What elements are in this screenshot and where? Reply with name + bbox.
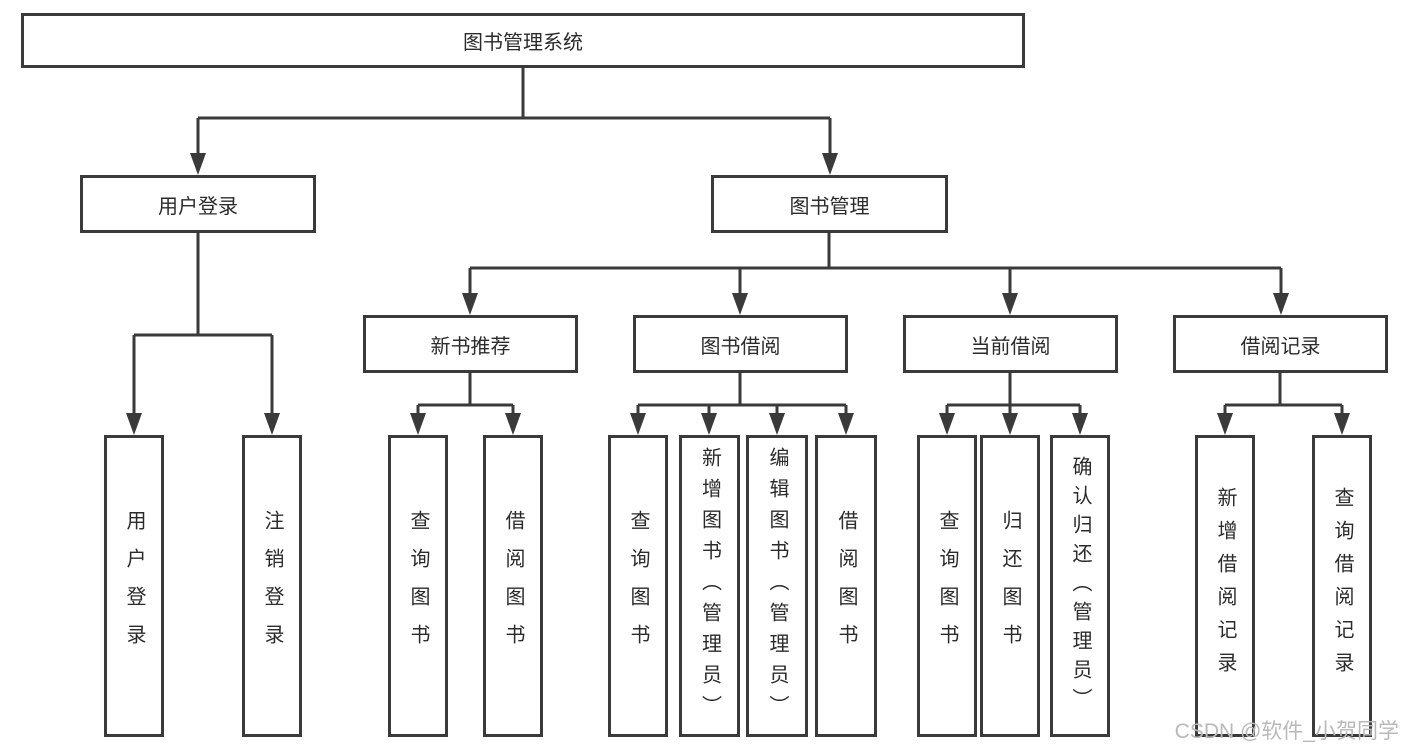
connector-root-to-level2 (190, 68, 838, 175)
leaf-query-books-recommend: 查询图书 (388, 435, 448, 737)
node-book-management: 图书管理 (711, 175, 948, 233)
connector-user-login-to-leaves (126, 233, 280, 435)
arrowhead-icon (505, 413, 521, 435)
arrowhead-icon (838, 413, 854, 435)
leaf-logout: 注销登录 (242, 435, 302, 737)
connector-current-borrow-to-leaves (939, 373, 1088, 435)
arrowhead-icon (1072, 413, 1088, 435)
node-user-login: 用户登录 (80, 175, 316, 233)
leaf-add-books-admin-label: 新增图书（管理员） (698, 446, 721, 726)
arrowhead-icon (1002, 413, 1018, 435)
arrowhead-icon (939, 413, 955, 435)
node-root-label: 图书管理系统 (463, 32, 583, 54)
arrowhead-icon (732, 293, 748, 315)
arrowhead-icon (190, 153, 206, 175)
leaf-return-books-label: 归还图书 (999, 510, 1021, 662)
node-user-login-label: 用户登录 (158, 195, 238, 218)
node-current-borrow: 当前借阅 (903, 315, 1118, 373)
leaf-user-login: 用户登录 (104, 435, 164, 737)
leaf-query-books-borrow: 查询图书 (608, 435, 668, 737)
arrowhead-icon (126, 413, 142, 435)
arrowhead-icon (1217, 413, 1233, 435)
leaf-query-borrow-record: 查询借阅记录 (1312, 435, 1372, 737)
leaf-borrow-books-label: 借阅图书 (835, 510, 857, 662)
connector-new-book-recommend-to-leaves (410, 373, 521, 435)
node-new-book-recommend: 新书推荐 (363, 315, 578, 373)
node-borrow-records-label: 借阅记录 (1240, 335, 1321, 358)
leaf-borrow-books: 借阅图书 (815, 435, 877, 737)
node-current-borrow-label: 当前借阅 (970, 335, 1051, 358)
csdn-watermark: CSDN @软件_小贺同学 (1174, 720, 1399, 743)
arrowhead-icon (1002, 293, 1018, 315)
node-book-borrow: 图书借阅 (633, 315, 848, 373)
leaf-add-books-admin: 新增图书（管理员） (679, 435, 740, 737)
leaf-return-books: 归还图书 (980, 435, 1040, 737)
leaf-confirm-return-admin: 确认归还（管理员） (1050, 435, 1110, 737)
leaf-logout-label: 注销登录 (261, 510, 283, 662)
arrowhead-icon (462, 293, 478, 315)
node-book-borrow-label: 图书借阅 (700, 335, 781, 358)
connector-book-management-to-level3 (462, 233, 1289, 315)
connector-borrow-records-to-leaves (1217, 373, 1350, 435)
node-book-management-label: 图书管理 (789, 195, 870, 218)
leaf-edit-books-admin: 编辑图书（管理员） (746, 435, 808, 737)
connector-book-borrow-to-leaves (630, 373, 854, 435)
arrowhead-icon (410, 413, 426, 435)
leaf-query-borrow-record-label: 查询借阅记录 (1331, 487, 1353, 685)
leaf-add-borrow-record: 新增借阅记录 (1195, 435, 1255, 737)
arrowhead-icon (822, 153, 838, 175)
arrowhead-icon (701, 413, 717, 435)
arrowhead-icon (1334, 413, 1350, 435)
arrowhead-icon (630, 413, 646, 435)
leaf-borrow-books-recommend-label: 借阅图书 (502, 510, 524, 662)
leaf-user-login-label: 用户登录 (123, 510, 145, 662)
leaf-edit-books-admin-label: 编辑图书（管理员） (766, 446, 788, 726)
leaf-confirm-return-admin-label: 确认归还（管理员） (1069, 455, 1091, 717)
arrowhead-icon (264, 413, 280, 435)
arrowhead-icon (769, 413, 785, 435)
leaf-query-books-borrow-label: 查询图书 (627, 510, 649, 662)
leaf-borrow-books-recommend: 借阅图书 (483, 435, 543, 737)
node-new-book-recommend-label: 新书推荐 (430, 335, 511, 358)
leaf-query-books-recommend-label: 查询图书 (407, 510, 429, 662)
leaf-query-books-current-label: 查询图书 (936, 510, 958, 662)
leaf-add-borrow-record-label: 新增借阅记录 (1214, 487, 1236, 685)
arrowhead-icon (1273, 293, 1289, 315)
node-borrow-records: 借阅记录 (1173, 315, 1388, 373)
node-root: 图书管理系统 (21, 13, 1025, 68)
leaf-query-books-current: 查询图书 (917, 435, 977, 737)
